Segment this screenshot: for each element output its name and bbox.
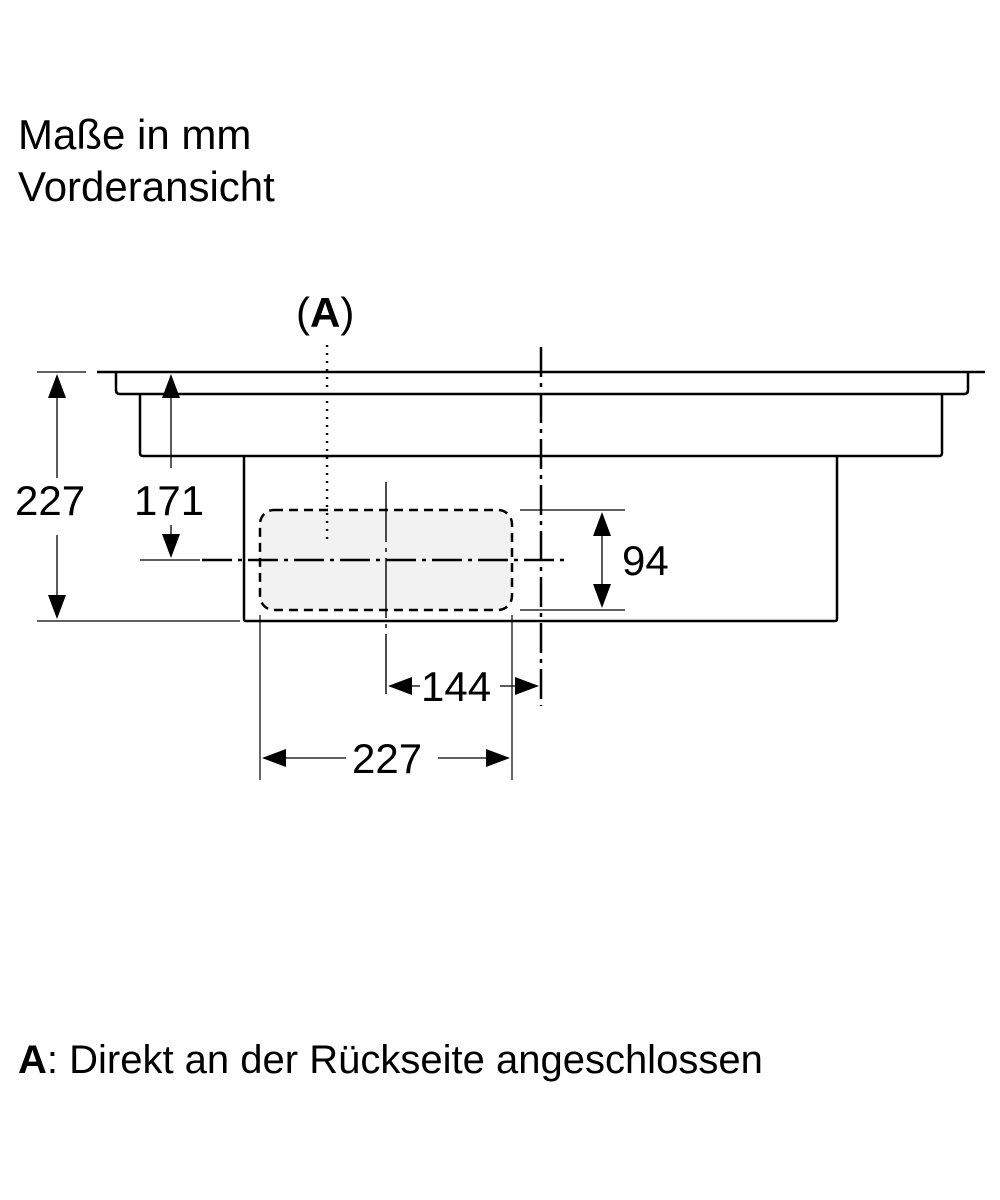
- lower-housing: [242, 456, 839, 623]
- legend-text: : Direkt an der Rückseite angeschlossen: [46, 1038, 763, 1082]
- arrow-down-icon: [593, 584, 611, 608]
- arrow-down-icon: [162, 534, 180, 558]
- arrow-down-icon: [48, 595, 66, 619]
- svg-text:171: 171: [134, 477, 204, 524]
- arrow-up-icon: [48, 374, 66, 398]
- arrow-left-icon: [388, 677, 412, 695]
- arrow-up-icon: [162, 374, 180, 398]
- svg-text:94: 94: [622, 537, 669, 584]
- arrow-right-icon: [486, 749, 510, 767]
- legend-key: A: [18, 1038, 47, 1082]
- arrow-right-icon: [515, 677, 539, 695]
- extension-lines: [37, 371, 625, 780]
- dimension-opening-width: 227: [262, 735, 510, 782]
- dimension-opening-height: 94: [593, 512, 669, 608]
- svg-text:227: 227: [15, 477, 85, 524]
- svg-text:144: 144: [421, 663, 491, 710]
- dimension-total-height: 227: [15, 374, 85, 619]
- dimension-center-offset: 144: [388, 663, 539, 710]
- marker-a-label: (A): [296, 289, 354, 336]
- legend: A: Direkt an der Rückseite angeschlossen: [18, 1038, 763, 1083]
- svg-text:227: 227: [352, 735, 422, 782]
- dimension-center-height: 171: [134, 374, 204, 558]
- arrow-up-icon: [593, 512, 611, 536]
- arrow-left-icon: [262, 749, 286, 767]
- units-label: Maße in mm: [18, 111, 252, 158]
- view-label: Vorderansicht: [18, 163, 275, 210]
